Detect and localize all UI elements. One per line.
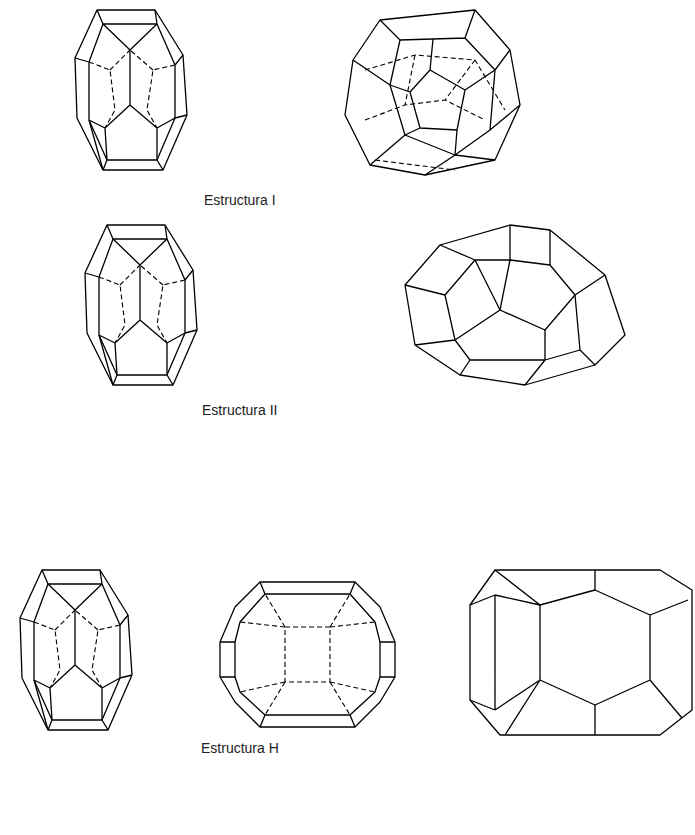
hexakaidecahedron bbox=[405, 225, 625, 385]
structure-label: Estructura H bbox=[201, 740, 279, 757]
structure-label: Estructura II bbox=[202, 402, 277, 419]
dodecahedron bbox=[75, 10, 187, 170]
icosahedron-cage bbox=[470, 570, 692, 735]
dodecahedron bbox=[20, 570, 132, 730]
tetrakaidecahedron bbox=[345, 10, 520, 175]
dodecahedron bbox=[85, 225, 197, 385]
structure-label: Estructura I bbox=[204, 192, 276, 209]
irregular-dodecahedron bbox=[220, 582, 395, 727]
